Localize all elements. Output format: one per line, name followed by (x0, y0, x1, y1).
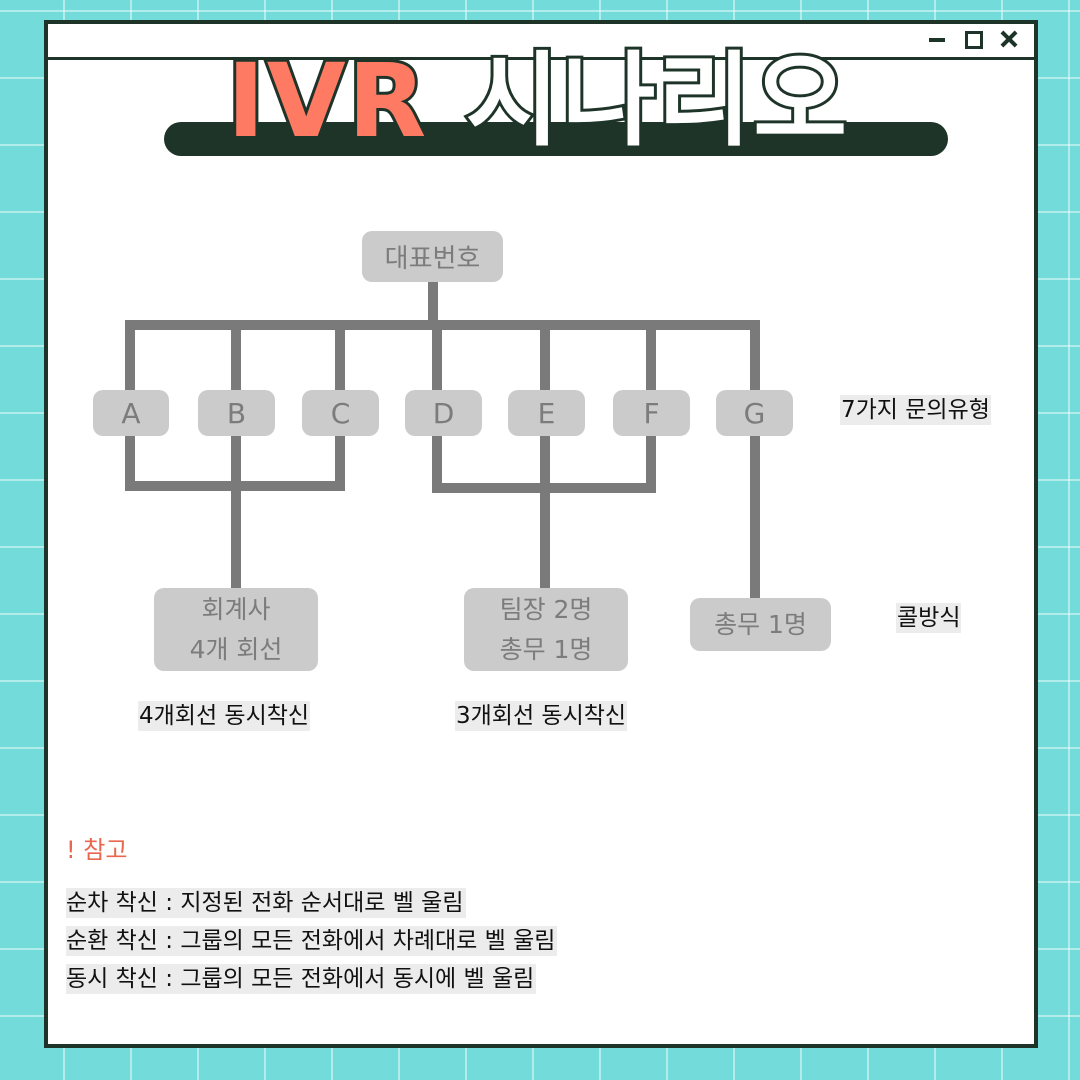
minimize-icon[interactable] (926, 28, 948, 50)
root-node: 대표번호 (362, 231, 503, 282)
title-underline-bar (164, 122, 948, 156)
node-d: D (405, 390, 482, 436)
window: IVR 시나리오 (44, 20, 1038, 1048)
node-a: A (93, 390, 169, 436)
node-c: C (302, 390, 379, 436)
page-title: IVR 시나리오 (108, 39, 968, 164)
team-leaders: 팀장 2명 총무 1명 (464, 588, 628, 671)
node-e: E (508, 390, 585, 436)
team-caption: 3개회선 동시착신 (455, 701, 628, 731)
team-accountant-line2: 4개 회선 (189, 634, 283, 664)
teams-caption: 콜방식 (896, 603, 962, 633)
team-leaders-line1: 팀장 2명 (499, 594, 593, 624)
team-admin: 총무 1명 (690, 598, 831, 651)
node-b: B (198, 390, 275, 436)
team-leaders-line2: 총무 1명 (499, 634, 593, 664)
title-ivr: IVR (224, 39, 429, 164)
team-admin-line1: 총무 1명 (714, 609, 807, 639)
team-accountant-line1: 회계사 (201, 594, 271, 624)
window-controls (926, 28, 1020, 50)
nodes-caption: 7가지 문의유형 (840, 395, 991, 425)
team-accountant: 회계사 4개 회선 (154, 588, 318, 671)
title-scenario: 시나리오 (463, 39, 850, 164)
node-g: G (716, 390, 793, 436)
maximize-icon[interactable] (962, 28, 984, 50)
titlebar-divider (48, 57, 1034, 60)
accountant-caption: 4개회선 동시착신 (138, 701, 311, 731)
node-f: F (613, 390, 690, 436)
